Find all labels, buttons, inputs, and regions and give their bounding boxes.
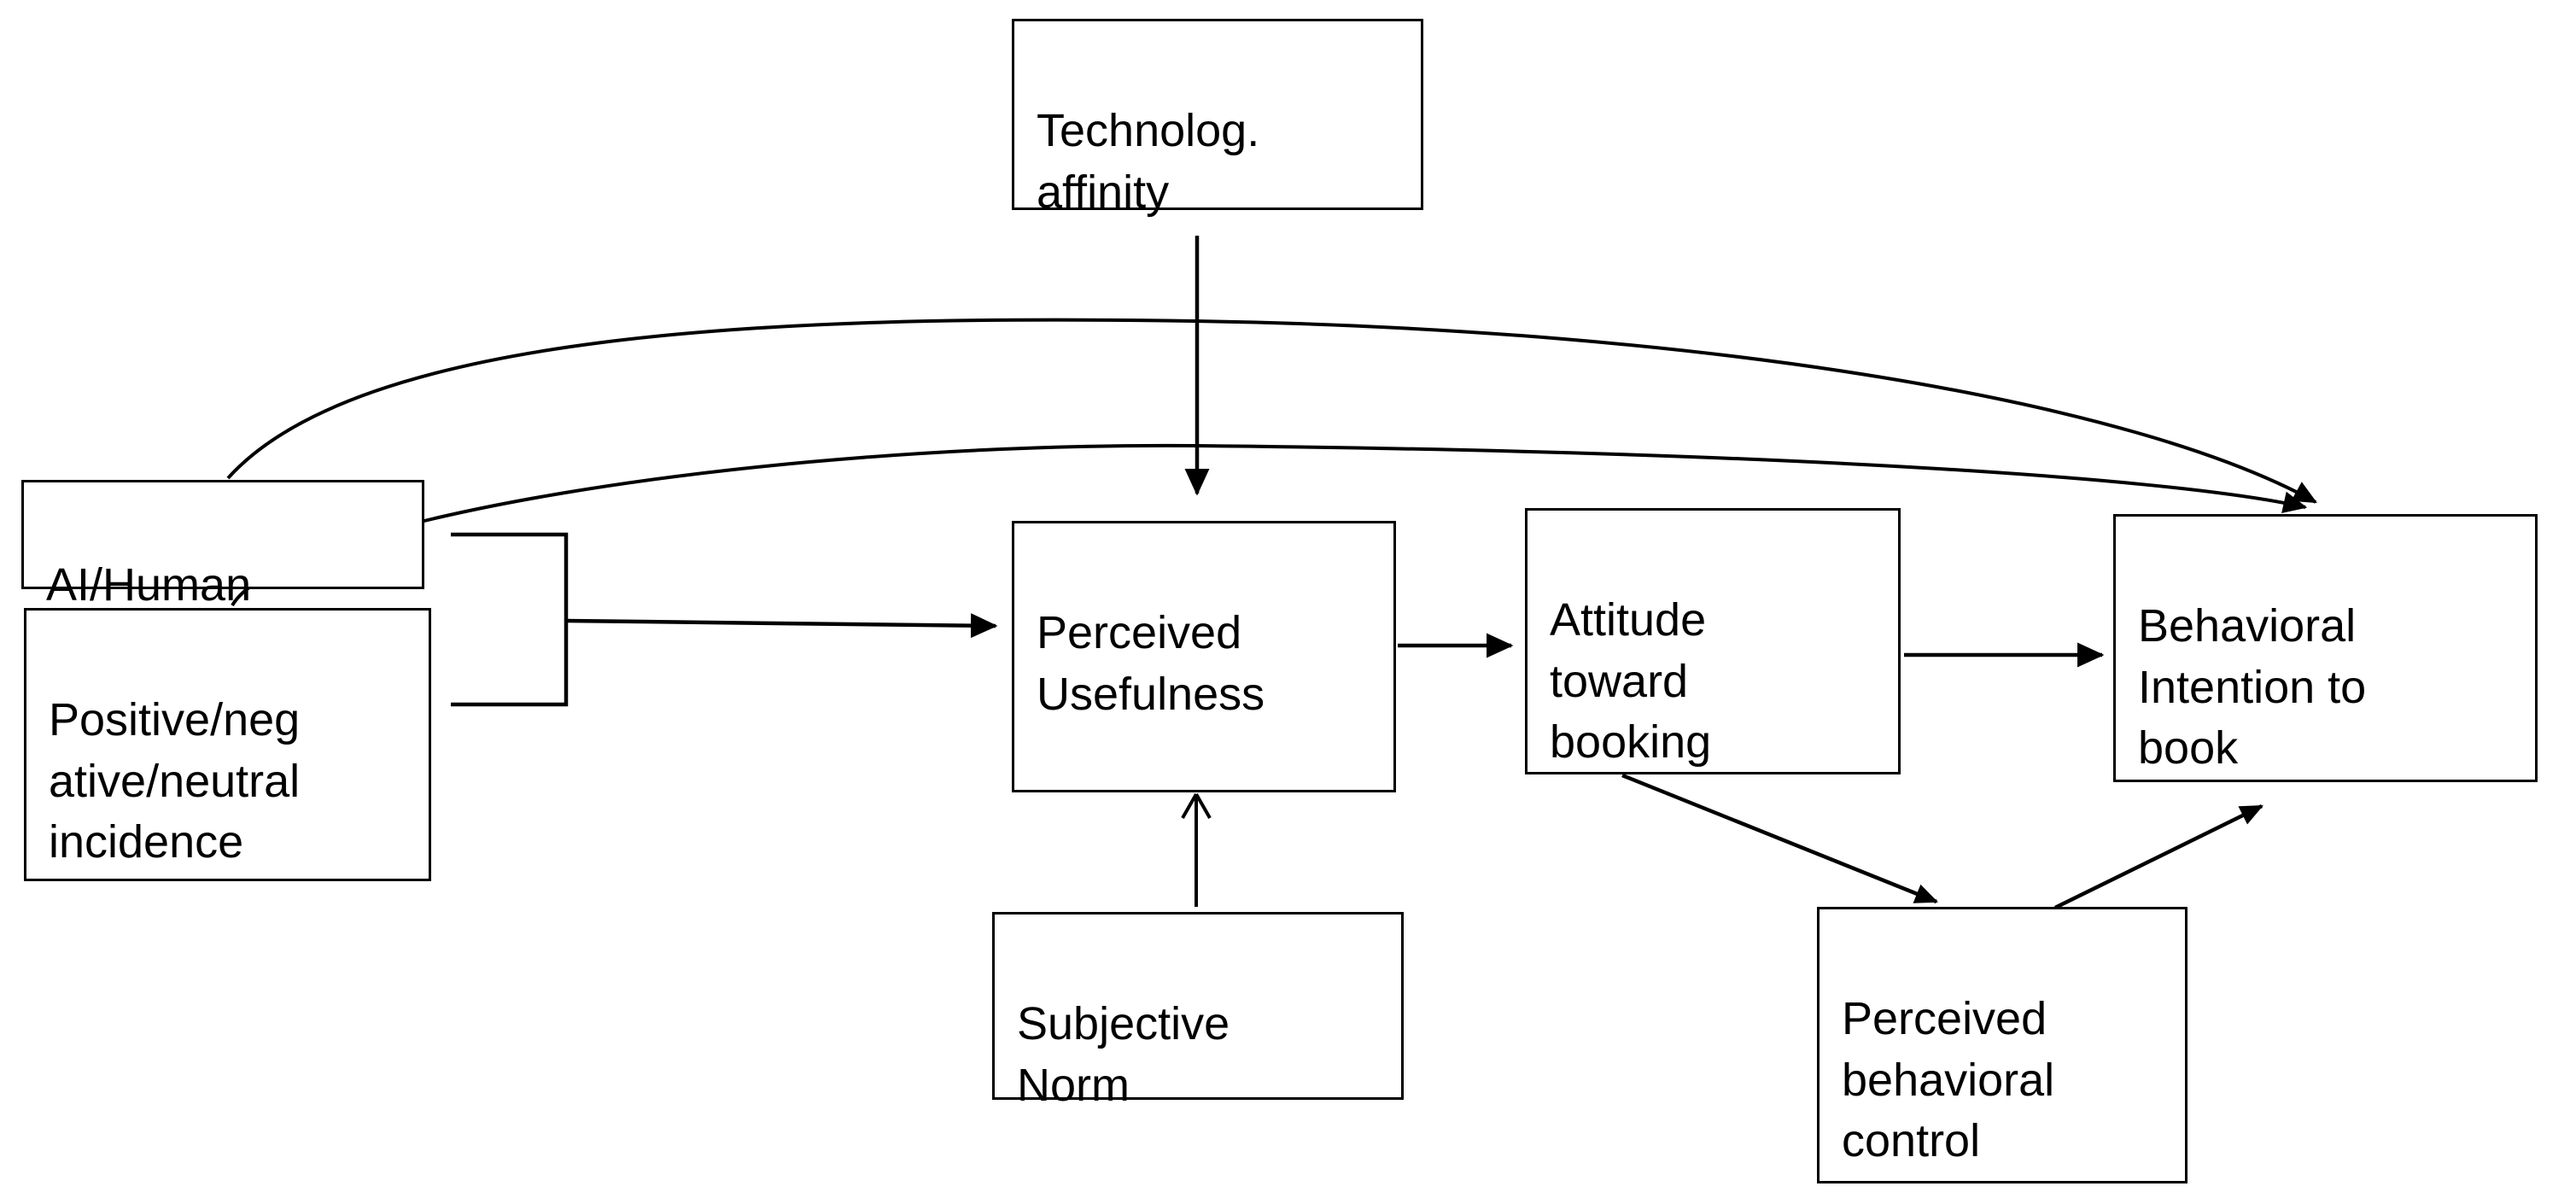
antecedent-group-bracket xyxy=(451,532,569,707)
edge-ai-human-to-intention-curve xyxy=(226,318,2317,504)
node-subjective-norm[interactable]: Subjective Norm xyxy=(992,912,1404,1111)
edge-antecedents-to-usefulness xyxy=(566,613,998,639)
node-label: Subjective Norm xyxy=(1017,998,1230,1111)
node-label: Behavioral Intention to book xyxy=(2138,600,2367,774)
node-label: Technolog. affinity xyxy=(1037,105,1260,218)
node-incidence-valence[interactable]: Positive/neg ative/neutral incidence xyxy=(24,608,431,881)
edge-pbc-to-intention xyxy=(2054,804,2263,910)
node-label: Attitude toward booking xyxy=(1550,594,1712,768)
node-technological-affinity[interactable]: Technolog. affinity xyxy=(1012,19,1423,218)
edge-attitude-to-pbc xyxy=(1621,773,1939,904)
node-perceived-behavioral-control[interactable]: Perceived behavioral control xyxy=(1817,907,2188,1183)
node-ai-human[interactable]: AI/Human xyxy=(21,480,424,611)
node-label: Perceived Usefulness xyxy=(1037,607,1265,720)
node-label: Perceived behavioral control xyxy=(1842,993,2055,1166)
node-attitude-toward-booking[interactable]: Attitude toward booking xyxy=(1525,508,1901,774)
node-behavioral-intention-to-book[interactable]: Behavioral Intention to book xyxy=(2113,514,2538,782)
node-label: Positive/neg ative/neutral incidence xyxy=(49,694,301,868)
edge-subjective-norm-to-usefulness xyxy=(1181,793,1212,907)
node-label: AI/Human xyxy=(46,559,252,611)
node-perceived-usefulness[interactable]: Perceived Usefulness xyxy=(1012,521,1396,792)
